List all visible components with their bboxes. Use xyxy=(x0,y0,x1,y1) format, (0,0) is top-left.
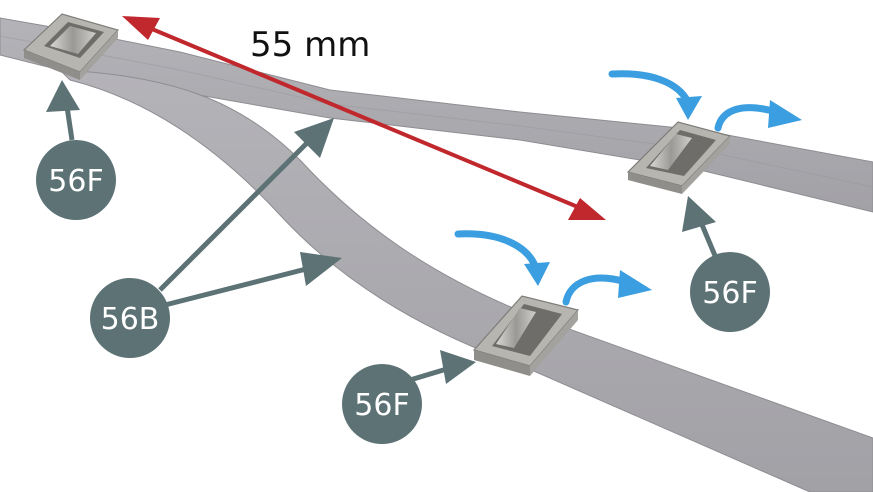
dimension-label: 55 mm xyxy=(250,25,370,65)
callout-56f-bottom-label: 56F xyxy=(354,388,409,423)
callout-56f-right: 56F xyxy=(690,252,770,332)
flow-arrow-in-right xyxy=(608,70,702,120)
diverging-track-strip xyxy=(58,69,873,492)
straight-track-strip xyxy=(0,17,873,213)
pointer-56f-bottom xyxy=(409,350,476,384)
clip-right xyxy=(626,121,732,194)
pointer-56b-upper xyxy=(158,118,334,292)
clip-top-left xyxy=(22,13,120,80)
callout-56f-top-left: 56F xyxy=(36,140,116,220)
flow-arrow-in-bottom xyxy=(454,230,550,286)
dimension-arrow xyxy=(122,16,606,220)
callout-56f-top-left-label: 56F xyxy=(48,164,103,199)
pointer-56b-lower xyxy=(164,252,342,308)
pointer-56f-top-left xyxy=(46,80,80,141)
flow-arrow-out-right xyxy=(714,100,802,132)
pointer-56f-right xyxy=(682,196,719,259)
callout-56b: 56B xyxy=(90,278,170,358)
callout-56f-bottom: 56F xyxy=(342,364,422,444)
callout-56f-right-label: 56F xyxy=(702,276,757,311)
clip-bottom-center xyxy=(472,295,580,376)
flow-arrow-out-bottom xyxy=(562,270,652,306)
callout-56b-label: 56B xyxy=(101,302,160,337)
